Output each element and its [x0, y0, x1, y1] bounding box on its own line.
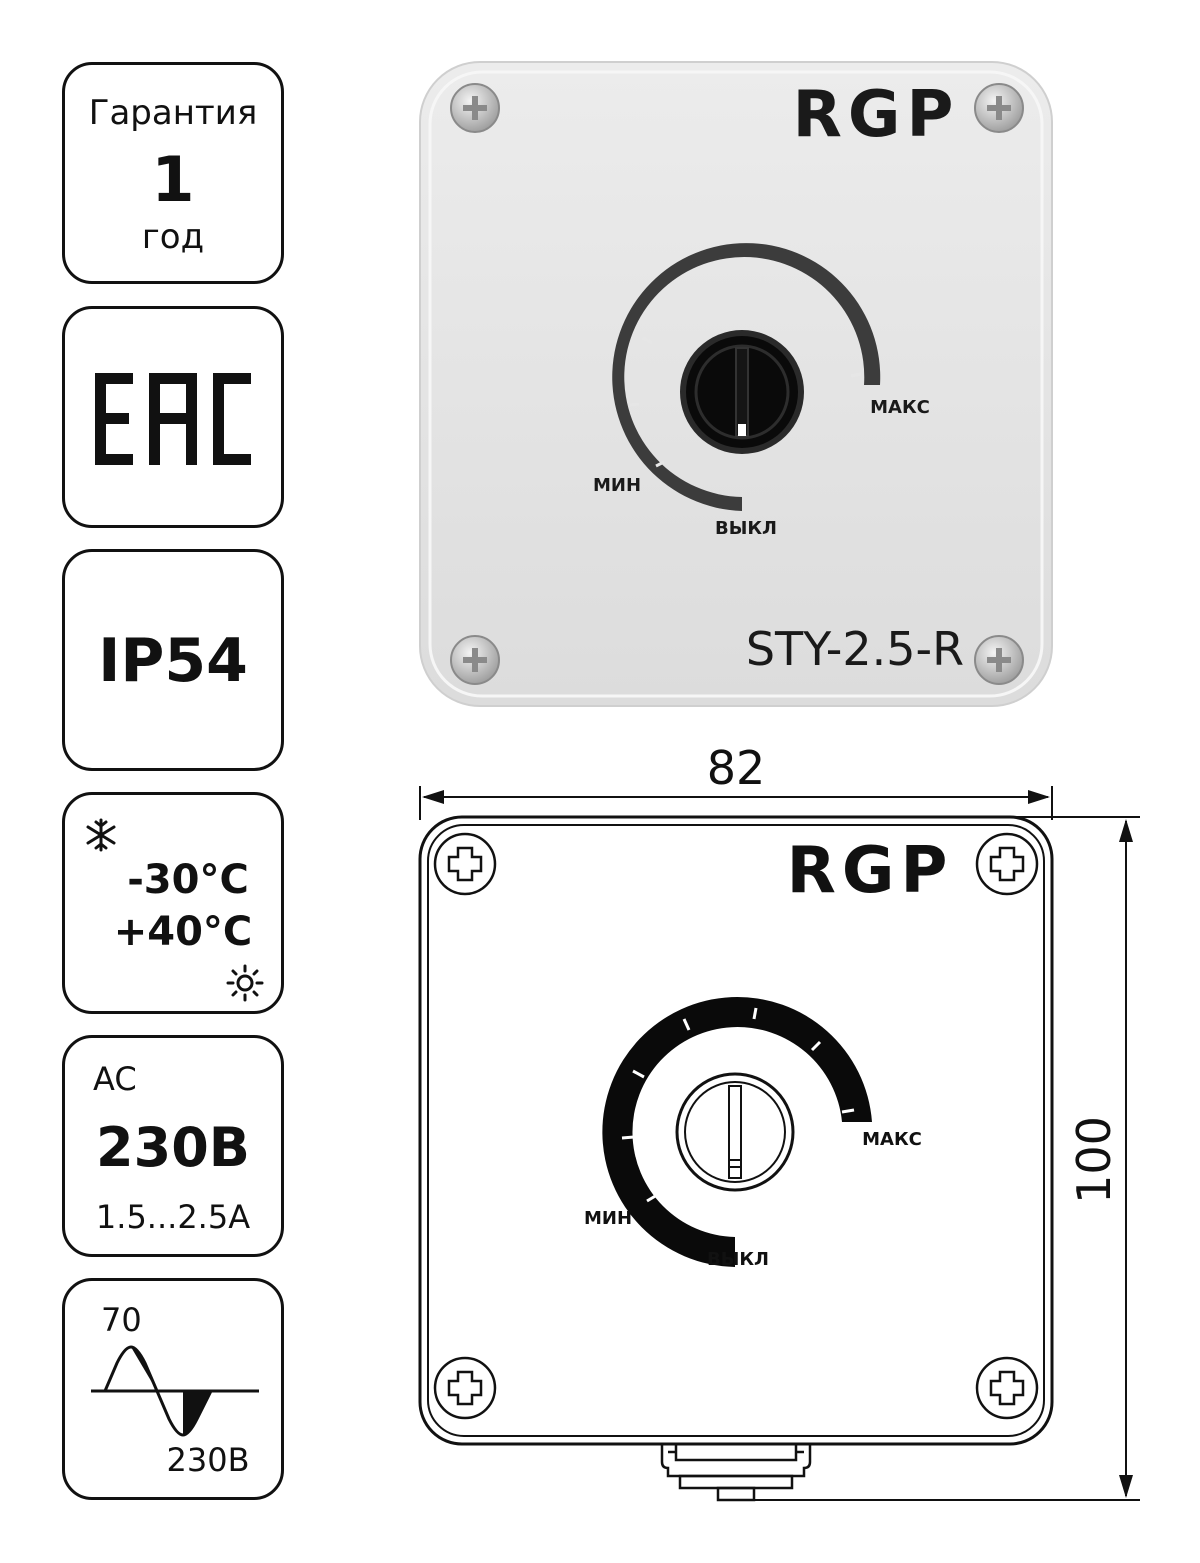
drawing-dial-scale	[602, 997, 872, 1267]
waveform-level: 70	[101, 1301, 142, 1339]
drawing-dial-label-min: МИН	[584, 1208, 632, 1229]
screw-outline-icon	[975, 1356, 1039, 1420]
drawing-dial-label-max: МАКС	[862, 1129, 922, 1150]
power-type: AC	[93, 1060, 137, 1098]
screw-outline-icon	[975, 832, 1039, 896]
device-photo: RGP МАКС МИН ВЫКЛ STY-2.5-R	[419, 61, 1053, 707]
dial-knob-outline	[675, 1072, 795, 1192]
warranty-label: Гарантия	[88, 93, 258, 133]
dial-label-off: ВЫКЛ	[715, 518, 777, 539]
sine-wave-icon	[91, 1345, 259, 1437]
ip-rating-badge: IP54	[62, 549, 284, 771]
screw-icon	[974, 83, 1024, 133]
temperature-min: -30°C	[127, 857, 249, 903]
temperature-badge: -30°C +40°C	[62, 792, 284, 1014]
ip-rating-label: IP54	[98, 626, 248, 696]
dial-label-min: МИН	[593, 475, 641, 496]
device-drawing	[418, 815, 1054, 1502]
power-current: 1.5...2.5А	[95, 1198, 251, 1236]
warranty-value: 1	[151, 143, 195, 216]
waveform-voltage: 230В	[166, 1441, 250, 1479]
eac-mark-icon	[95, 373, 251, 465]
knob-indicator	[738, 424, 746, 436]
warranty-badge: Гарантия 1 год	[62, 62, 284, 284]
cable-gland	[660, 1442, 812, 1502]
waveform-badge: 70 230В	[62, 1278, 284, 1500]
width-value: 82	[707, 741, 766, 795]
temperature-max: +40°C	[113, 909, 253, 955]
height-value: 100	[1067, 1116, 1121, 1204]
snowflake-icon	[86, 818, 116, 852]
power-badge: AC 230В 1.5...2.5А	[62, 1035, 284, 1257]
model-label: STY-2.5-R	[746, 622, 964, 676]
sun-icon	[226, 964, 264, 1002]
width-dimension: 82	[419, 741, 1053, 820]
warranty-unit: год	[141, 217, 205, 257]
dial-ticks	[629, 275, 862, 468]
height-dimension: 100	[735, 816, 1140, 1501]
screw-icon	[450, 635, 500, 685]
screw-outline-icon	[433, 1356, 497, 1420]
power-voltage: 230В	[96, 1116, 250, 1179]
brand-logo: RGP	[793, 78, 960, 152]
drawing-dial-ticks	[621, 1007, 855, 1203]
screw-outline-icon	[433, 832, 497, 896]
dial-label-max: МАКС	[870, 397, 930, 418]
drawing-dial-label-off: ВЫКЛ	[707, 1249, 769, 1270]
screw-icon	[450, 83, 500, 133]
screw-icon	[974, 635, 1024, 685]
drawing-brand-logo: RGP	[787, 834, 954, 908]
eac-badge	[62, 306, 284, 528]
